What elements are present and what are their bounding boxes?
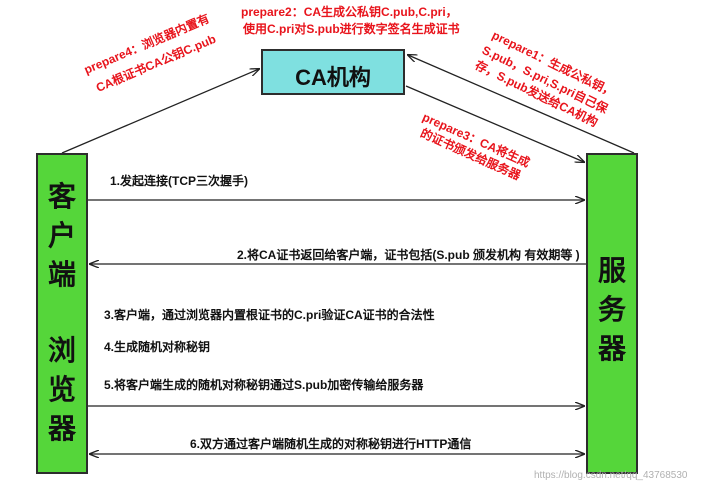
step1-label: 1.发起连接(TCP三次握手) <box>110 174 249 188</box>
step6-label: 6.双方通过客户端随机生成的对称秘钥进行HTTP通信 <box>190 437 472 451</box>
arrow-client-to-ca <box>61 69 259 154</box>
step5-label: 5.将客户端生成的随机对称秘钥通过S.pub加密传输给服务器 <box>104 378 424 392</box>
watermark: https://blog.csdn.net/qq_43768530 <box>534 470 688 481</box>
step4-label: 4.生成随机对称秘钥 <box>104 340 211 354</box>
client-label: 客 户 端 <box>47 181 76 290</box>
prepare2-line1: prepare2：CA生成公私钥C.pub,C.pri， <box>241 5 458 19</box>
prepare2-line2: 使用C.pri对S.pub进行数字签名生成证书 <box>243 22 460 36</box>
browser-label: 浏 览 器 <box>47 335 76 444</box>
ca-node: CA机构 <box>261 49 405 95</box>
client-browser-node: 客 户 端 浏 览 器 <box>36 153 88 474</box>
ca-label: CA机构 <box>295 65 371 90</box>
step2-label: 2.将CA证书返回给客户端，证书包括(S.pub 颁发机构 有效期等 ) <box>237 248 580 262</box>
arrow-ca-to-server <box>405 85 584 162</box>
server-label: 服 务 器 <box>597 255 626 364</box>
arrow-server-to-ca <box>408 55 635 154</box>
step3-label: 3.客户端，通过浏览器内置根证书的C.pri验证CA证书的合法性 <box>104 308 435 322</box>
server-node: 服 务 器 <box>586 153 638 474</box>
